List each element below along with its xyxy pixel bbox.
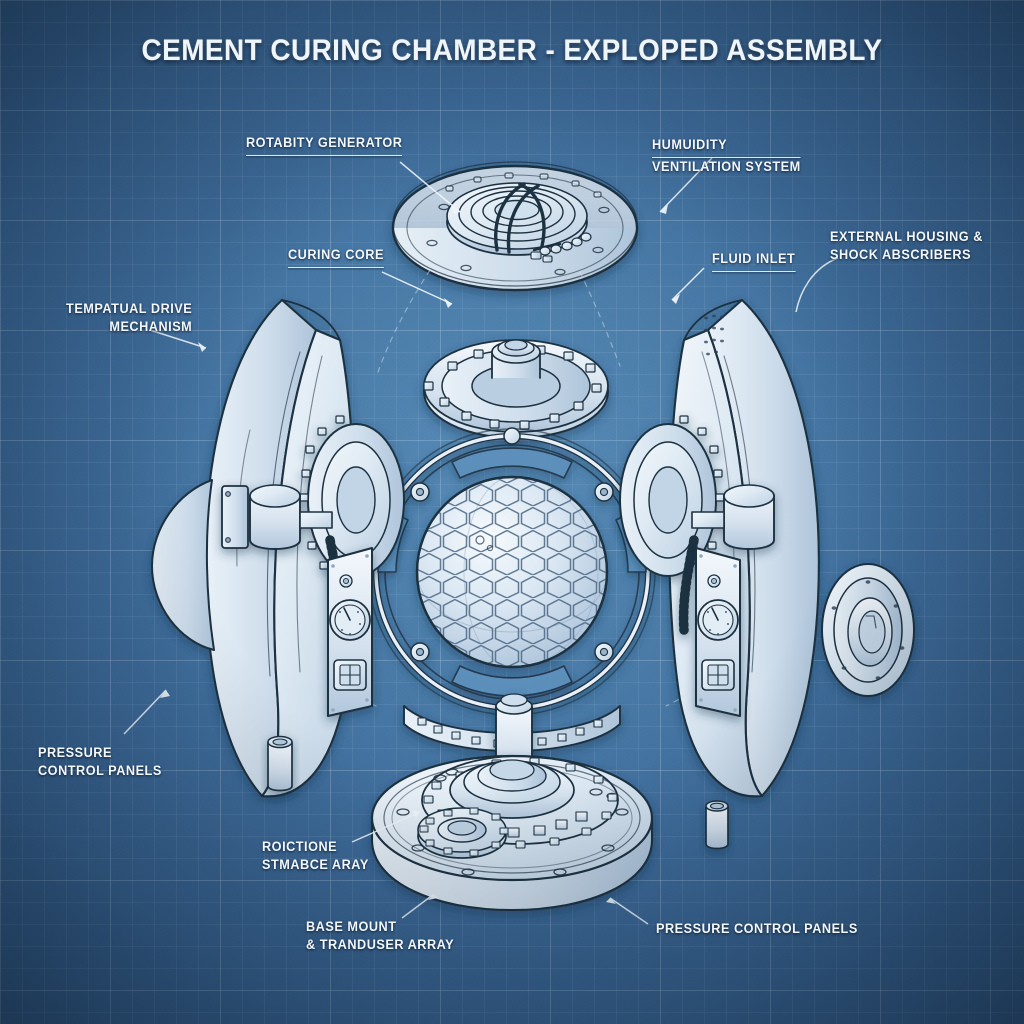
callout-line: ROICTIONE [262, 839, 338, 854]
callout-external-housing: EXTERNAL HOUSING & SHOCK ABSCRIBERS [830, 228, 983, 264]
callout-line: STMABCE ARAY [262, 856, 369, 872]
callout-line: & TRANDUSER ARRAY [306, 936, 455, 952]
callout-line: ROTABITY GENERATOR [246, 135, 403, 150]
callout-line: CURING CORE [288, 247, 384, 262]
callout-line: CONTROL PANELS [38, 762, 162, 778]
callout-tempatual-drive: TEMPATUAL DRIVE MECHANISM [66, 300, 192, 336]
callout-line: SHOCK ABSCRIBERS [830, 246, 972, 262]
callout-line: BASE MOUNT [306, 919, 397, 934]
callout-base-mount: BASE MOUNT & TRANDUSER ARRAY [306, 918, 454, 954]
callout-underline [712, 270, 796, 273]
callout-pressure-control-left: PRESSURE CONTROL PANELS [38, 744, 162, 780]
callout-line: EXTERNAL HOUSING & [830, 229, 983, 244]
page-title: CEMENT CURING CHAMBER - EXPLOPED ASSEMBL… [141, 34, 883, 67]
callout-line: FLUID INLET [712, 251, 796, 266]
callout-line: MECHANISM [109, 318, 192, 334]
callout-humuidity-ventilation: HUMUIDITY VENTILATION SYSTEM [652, 136, 801, 176]
callout-underline [246, 154, 403, 157]
callout-curing-core: CURING CORE [288, 246, 384, 269]
callout-underline [288, 266, 384, 269]
callout-line: TEMPATUAL DRIVE [65, 301, 192, 316]
callout-pressure-control-bottom: PRESSURE CONTROL PANELS [656, 920, 858, 938]
callout-line: HUMUIDITY [652, 137, 728, 152]
callout-roictione-stmabce: ROICTIONE STMABCE ARAY [262, 838, 369, 874]
callout-line: PRESSURE CONTROL PANELS [656, 921, 858, 936]
callout-rotabity-generator: ROTABITY GENERATOR [246, 134, 403, 157]
callout-line: PRESSURE [38, 745, 112, 760]
callout-line: VENTILATION SYSTEM [652, 159, 801, 175]
callout-fluid-inlet: FLUID INLET [712, 250, 796, 273]
